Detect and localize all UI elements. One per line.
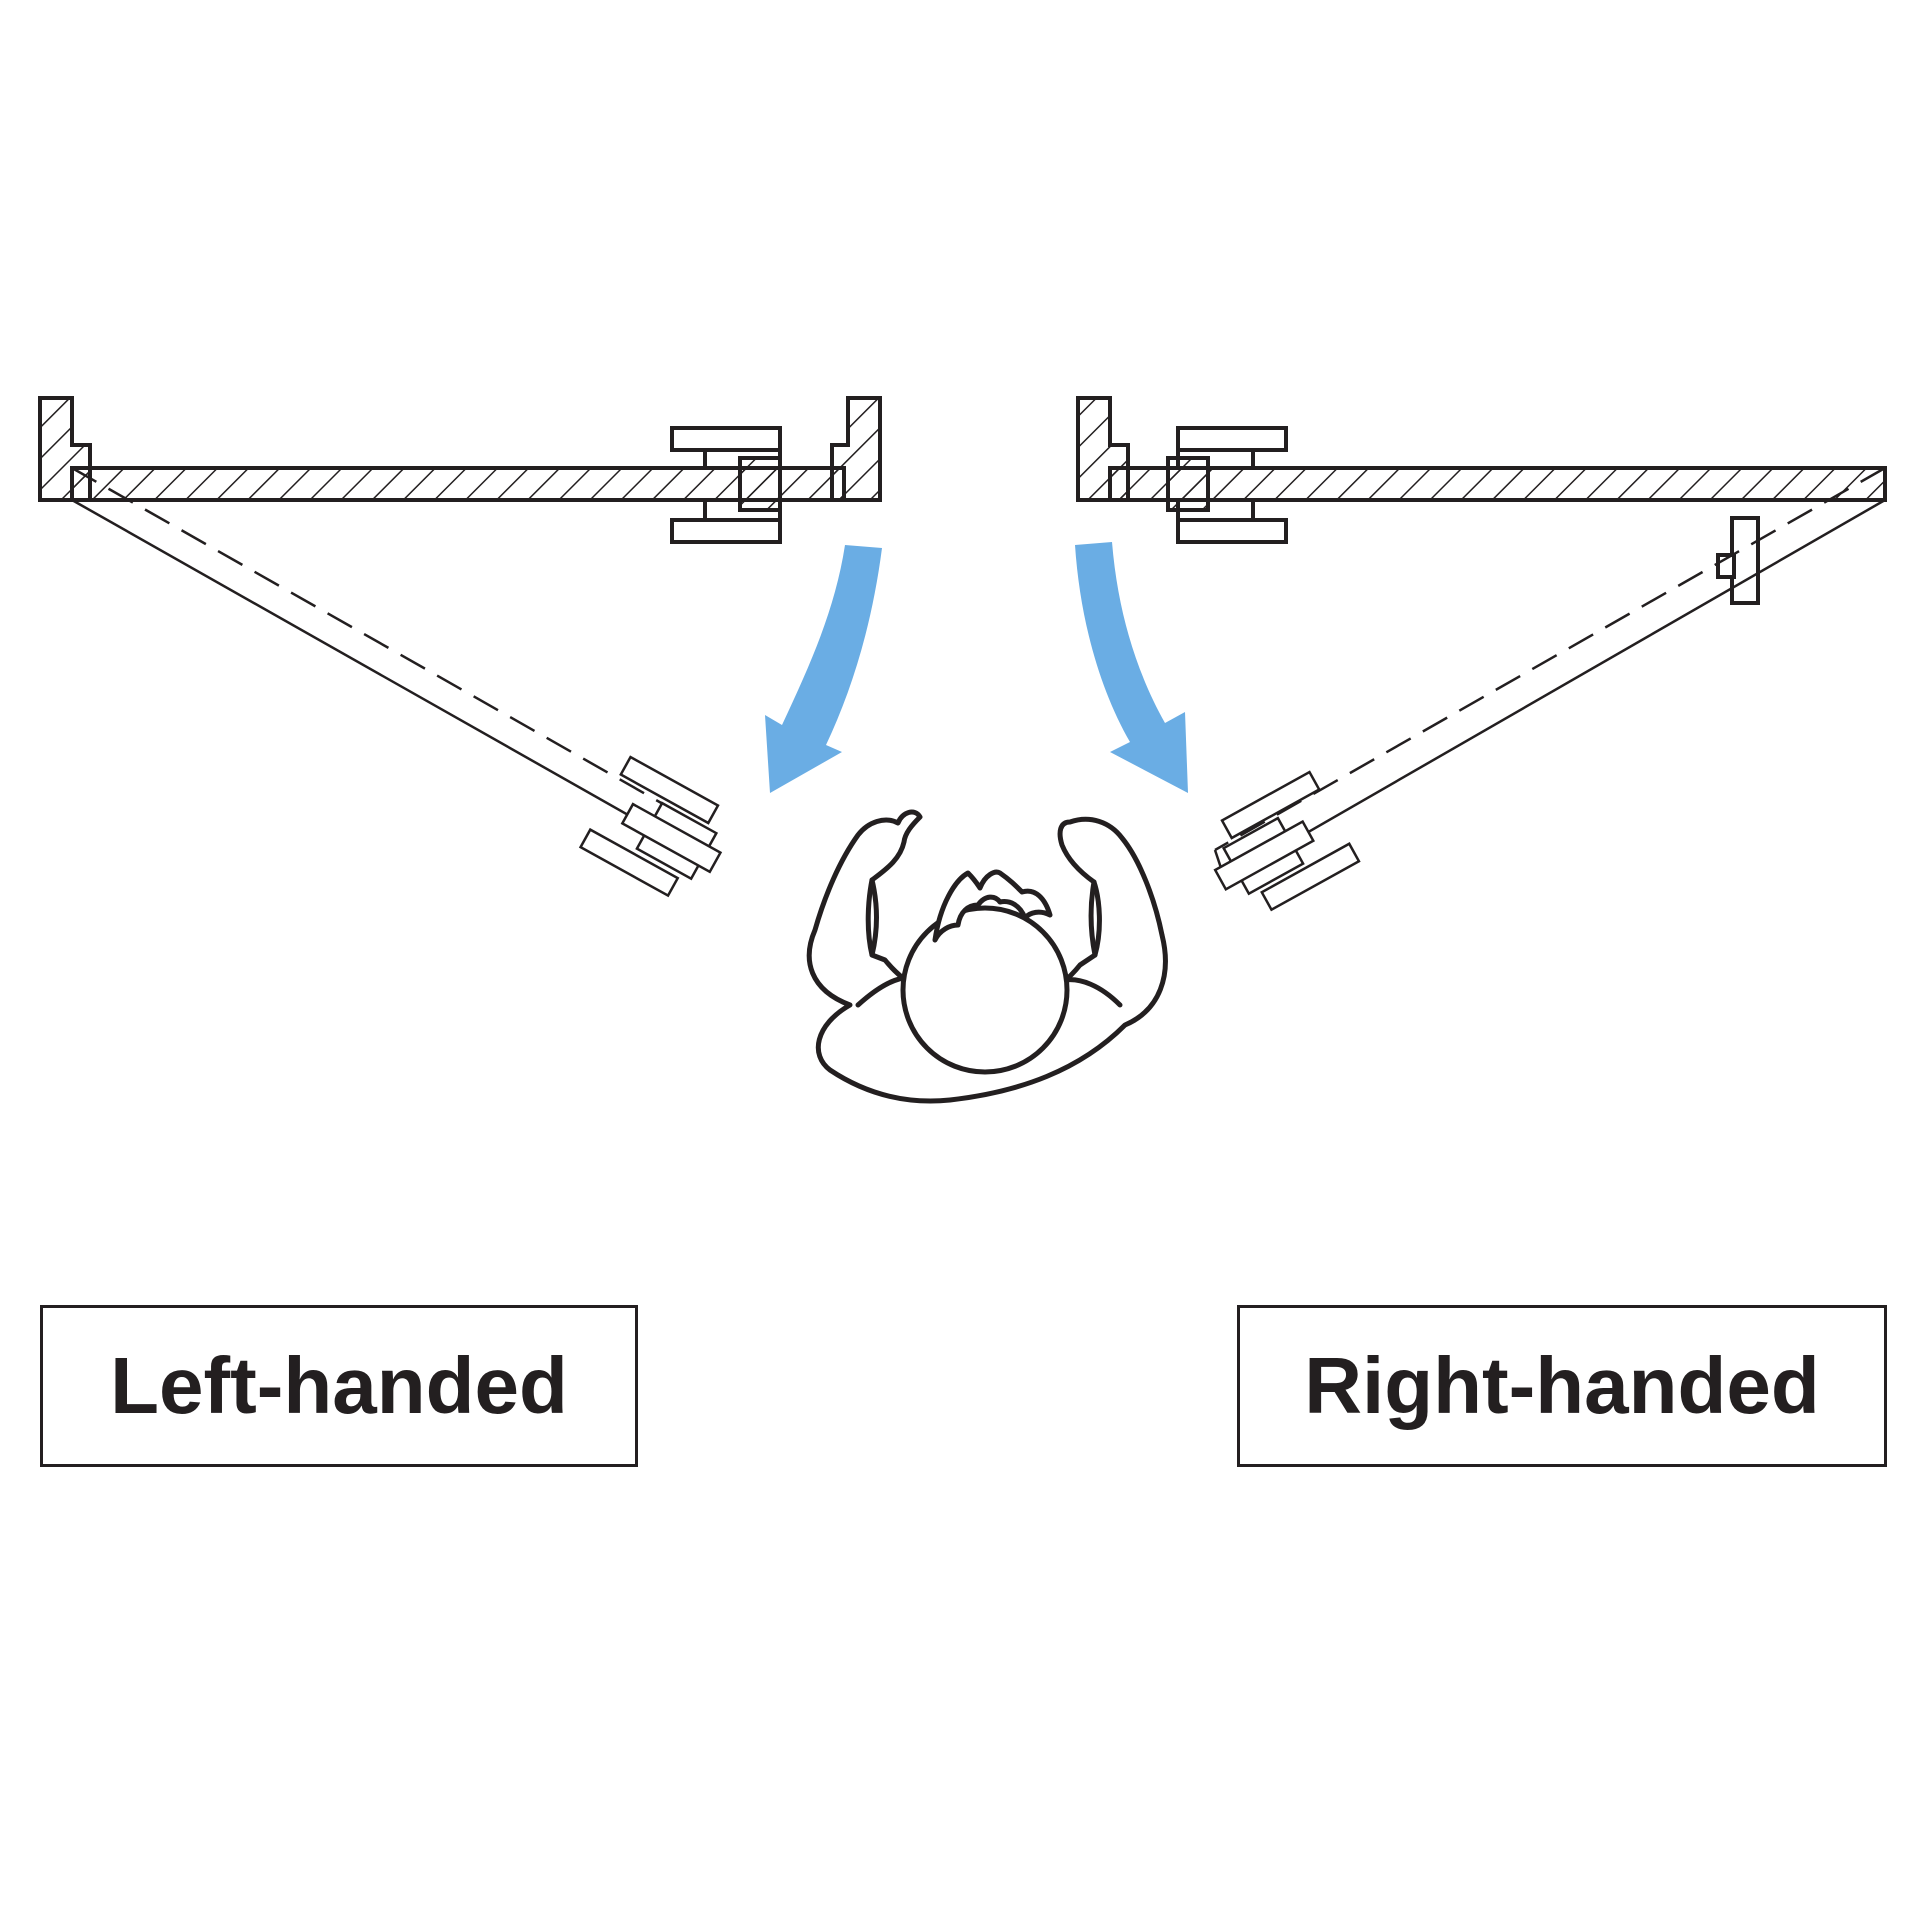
left-handed-label: Left-handed [110, 1341, 568, 1430]
right-door-assembly [1076, 396, 1887, 912]
right-handed-label-box: Right-handed [1237, 1305, 1887, 1467]
left-handle-open [578, 755, 723, 898]
right-door-panel-closed [1108, 466, 1887, 502]
left-handle-core [738, 456, 782, 512]
right-handle-bottom [1176, 518, 1288, 544]
right-door-panel-open [1213, 466, 1886, 882]
right-handed-label: Right-handed [1304, 1341, 1820, 1430]
right-handle-open [1213, 770, 1361, 912]
left-handed-label-box: Left-handed [40, 1305, 638, 1467]
left-door-panel-open [71, 466, 702, 852]
left-door-panel-closed [70, 466, 846, 502]
right-swing-arrow-icon [1075, 542, 1188, 793]
right-handle-top [1176, 426, 1288, 452]
right-handle-core [1166, 456, 1210, 512]
left-swing-arrow-icon [765, 545, 882, 793]
left-door-assembly [38, 396, 882, 898]
left-handle-bottom [670, 518, 782, 544]
left-handle-top [670, 426, 782, 452]
person-top-view-icon [806, 809, 1168, 1104]
